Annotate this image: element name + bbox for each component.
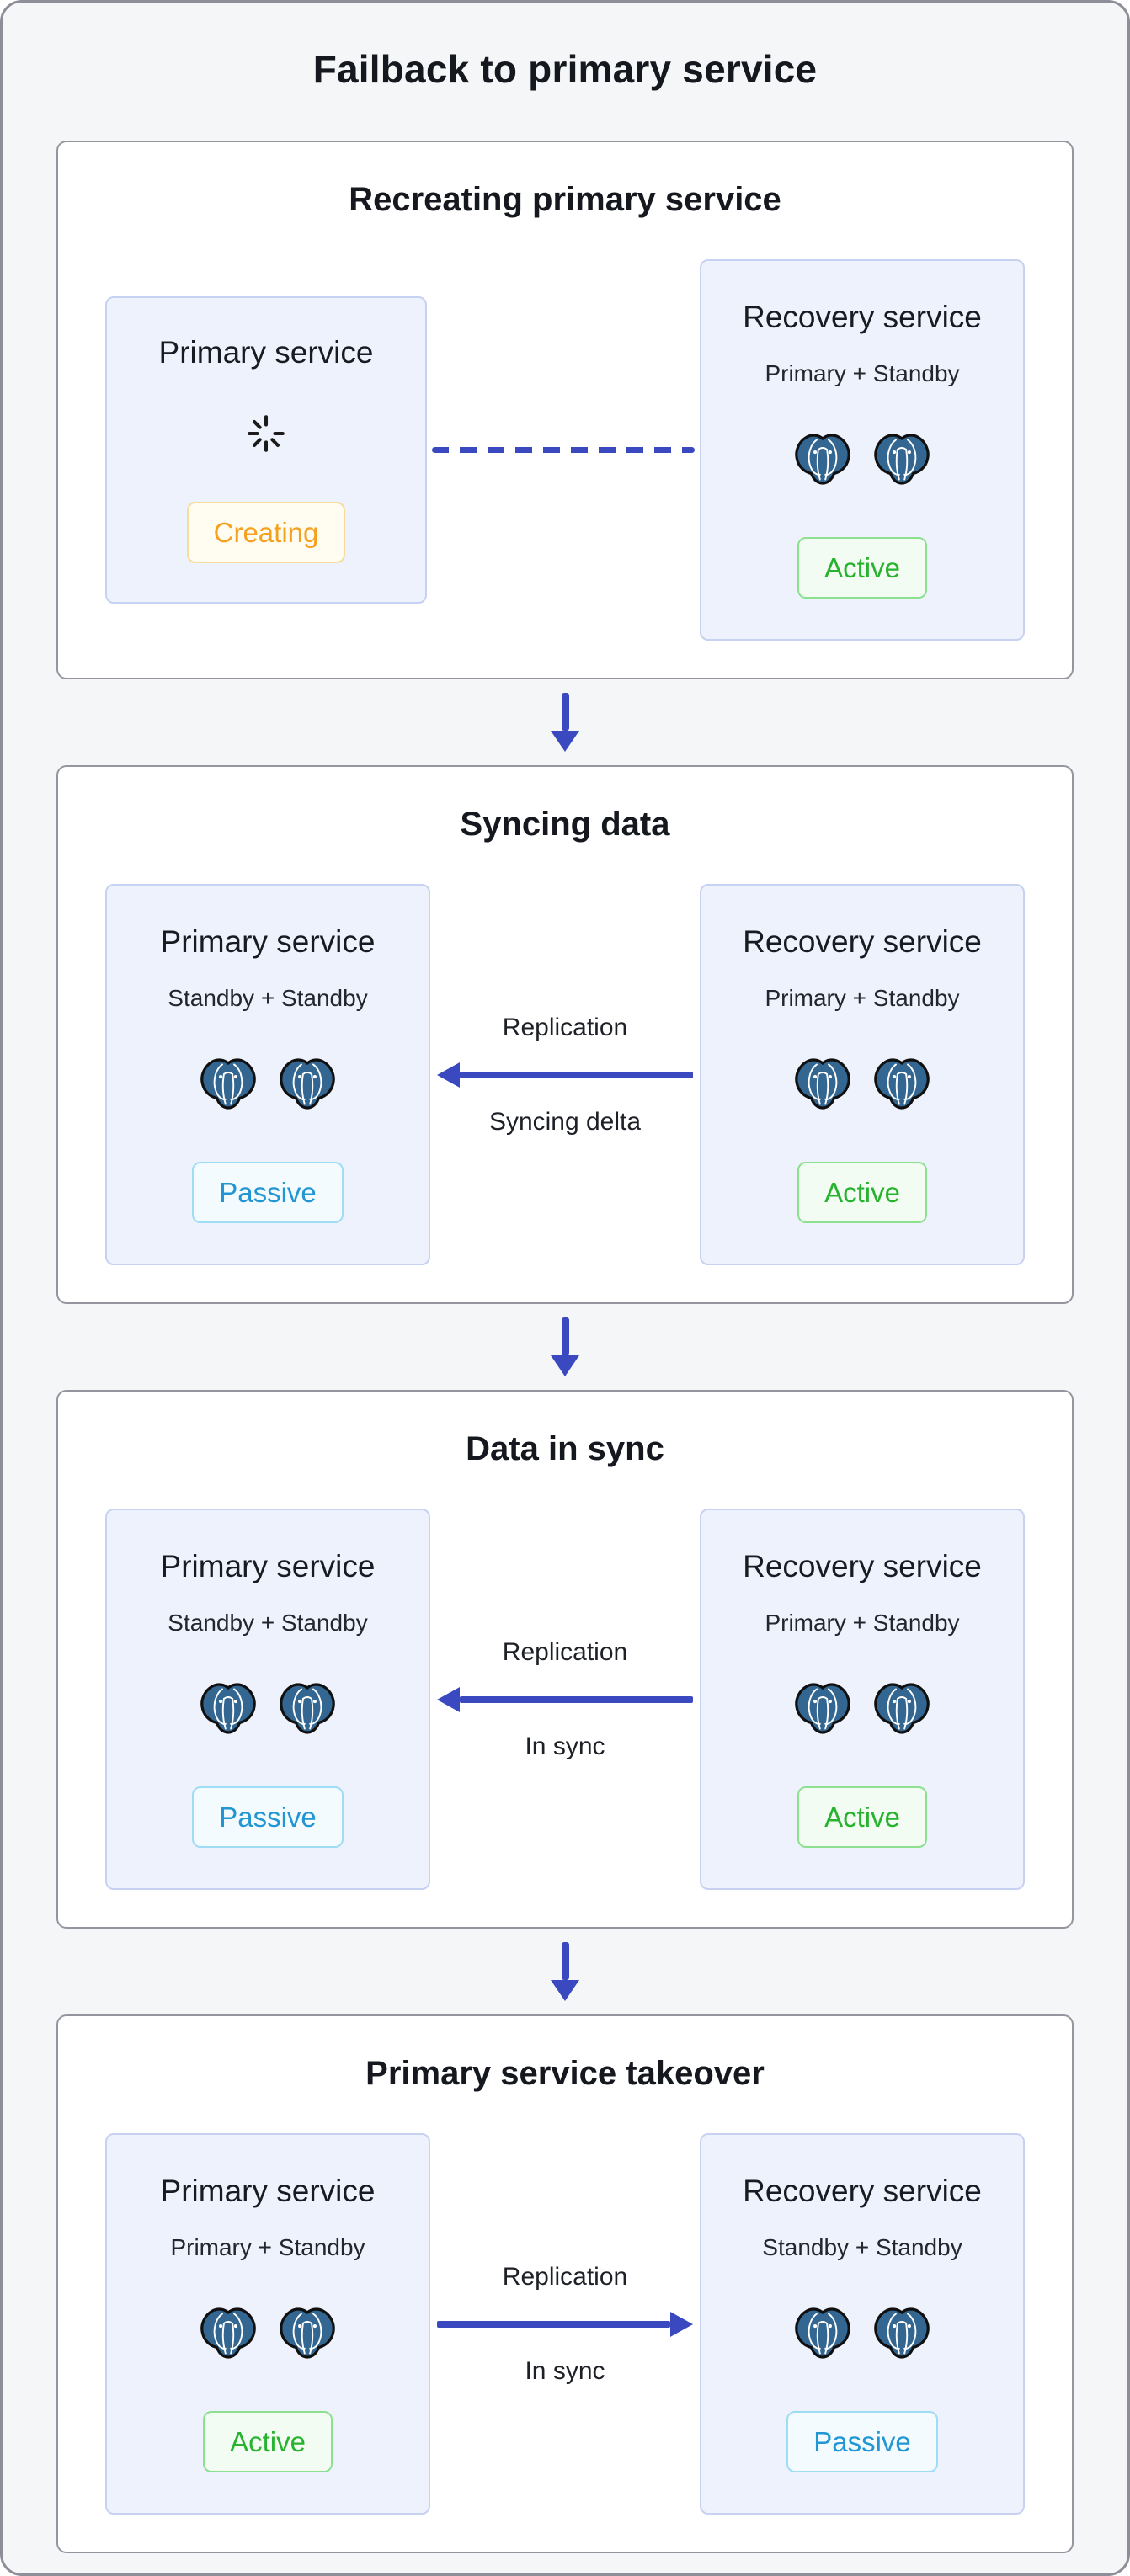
arrow-shaft	[460, 1695, 693, 1703]
loading-spinner-icon	[248, 415, 285, 452]
database-nodes	[199, 1057, 337, 1111]
recovery-service-card: Recovery service Standby + Standby Passi…	[700, 2133, 1025, 2515]
page-title: Failback to primary service	[312, 47, 818, 91]
stage-title: Syncing data	[460, 806, 670, 843]
service-roles: Primary + Standby	[765, 360, 960, 386]
postgresql-elephant-icon	[872, 433, 931, 487]
service-title: Recovery service	[743, 300, 982, 334]
sync-state-label: Syncing delta	[488, 1107, 642, 1136]
replication-arrow-left-icon	[437, 1686, 693, 1712]
service-title: Primary service	[160, 2174, 376, 2208]
primary-service-card: Primary service Primary + Standby Active	[105, 2133, 430, 2515]
service-roles: Standby + Standby	[762, 2234, 962, 2260]
flow-arrow-down-icon	[548, 1942, 582, 2001]
arrow-shaft	[561, 1942, 569, 1980]
service-title: Recovery service	[743, 2174, 982, 2208]
recovery-service-card: Recovery service Primary + Standby Activ…	[700, 1509, 1025, 1890]
service-title: Primary service	[158, 335, 374, 370]
arrow-shaft	[437, 2320, 670, 2328]
service-title: Recovery service	[743, 924, 982, 959]
replication-label: Replication	[502, 1637, 628, 1666]
service-roles: Standby + Standby	[168, 1610, 368, 1636]
stage-content-row: Primary service Standby + Standby Passiv…	[105, 1509, 1025, 1890]
postgresql-elephant-icon	[793, 1682, 852, 1736]
status-badge-active: Active	[797, 537, 927, 599]
replication-connector: Replication In sync	[430, 1638, 700, 1761]
service-roles: Standby + Standby	[168, 985, 368, 1011]
arrow-head	[551, 731, 579, 752]
stage-content-row: Primary service Creating Recov	[105, 259, 1025, 641]
service-title: Primary service	[160, 1549, 376, 1583]
status-badge-creating: Creating	[186, 502, 346, 563]
replication-label: Replication	[502, 2262, 628, 2291]
postgresql-elephant-icon	[872, 1057, 931, 1111]
arrow-shaft	[561, 693, 569, 731]
postgresql-elephant-icon	[793, 433, 852, 487]
postgresql-elephant-icon	[872, 2307, 931, 2360]
flow-arrow-down-icon	[548, 1317, 582, 1376]
stage-primary-service-takeover: Primary service takeover Primary service…	[56, 2014, 1074, 2553]
postgresql-elephant-icon	[199, 1057, 258, 1111]
service-title: Recovery service	[743, 1549, 982, 1583]
postgresql-elephant-icon	[793, 1057, 852, 1111]
replication-connector: Replication In sync	[430, 2263, 700, 2386]
status-badge-passive: Passive	[786, 2411, 938, 2472]
service-roles: Primary + Standby	[170, 2234, 365, 2260]
stage-title: Data in sync	[466, 1430, 664, 1467]
service-roles: Primary + Standby	[765, 1610, 960, 1636]
stage-title: Primary service takeover	[365, 2055, 765, 2092]
status-badge-active: Active	[797, 1786, 927, 1848]
postgresql-elephant-icon	[278, 1057, 337, 1111]
replication-connector: Replication Syncing delta	[430, 1014, 700, 1136]
stage-data-in-sync: Data in sync Primary service Standby + S…	[56, 1390, 1074, 1929]
replication-label: Replication	[502, 1013, 628, 1041]
postgresql-elephant-icon	[872, 1682, 931, 1736]
arrow-head	[551, 1980, 579, 2001]
status-badge-passive: Passive	[192, 1162, 344, 1223]
recovery-service-card: Recovery service Primary + Standby Activ…	[700, 884, 1025, 1265]
arrow-head	[551, 1355, 579, 1376]
sync-state-label: In sync	[525, 2356, 605, 2385]
database-nodes	[793, 1682, 931, 1736]
arrow-shaft	[460, 1071, 693, 1078]
service-roles: Primary + Standby	[765, 985, 960, 1011]
flow-arrow-down-icon	[548, 693, 582, 752]
postgresql-elephant-icon	[793, 2307, 852, 2360]
database-nodes	[793, 433, 931, 487]
stage-syncing-data: Syncing data Primary service Standby + S…	[56, 765, 1074, 1304]
stage-title: Recreating primary service	[349, 181, 781, 218]
replication-arrow-left-icon	[437, 1062, 693, 1088]
primary-service-card: Primary service Creating	[105, 296, 427, 604]
stage-content-row: Primary service Primary + Standby Active…	[105, 2133, 1025, 2515]
stage-recreating-primary-service: Recreating primary service Primary servi…	[56, 141, 1074, 679]
arrow-head	[670, 2311, 693, 2337]
postgresql-elephant-icon	[199, 1682, 258, 1736]
arrow-head	[437, 1062, 460, 1088]
database-nodes	[793, 2307, 931, 2360]
database-nodes	[793, 1057, 931, 1111]
arrow-shaft	[561, 1317, 569, 1355]
service-title: Primary service	[160, 924, 376, 959]
arrow-head	[437, 1686, 460, 1712]
postgresql-elephant-icon	[199, 2307, 258, 2360]
postgresql-elephant-icon	[278, 2307, 337, 2360]
stage-content-row: Primary service Standby + Standby Passiv…	[105, 884, 1025, 1265]
replication-arrow-right-icon	[437, 2311, 693, 2337]
sync-state-label: In sync	[525, 1732, 605, 1760]
primary-service-card: Primary service Standby + Standby Passiv…	[105, 1509, 430, 1890]
database-nodes	[199, 2307, 337, 2360]
status-badge-active: Active	[797, 1162, 927, 1223]
status-badge-active: Active	[203, 2411, 333, 2472]
primary-service-card: Primary service Standby + Standby Passiv…	[105, 884, 430, 1265]
recovery-service-card: Recovery service Primary + Standby Activ…	[700, 259, 1025, 641]
dashed-connection-line	[432, 447, 695, 453]
database-nodes	[199, 1682, 337, 1736]
postgresql-elephant-icon	[278, 1682, 337, 1736]
status-badge-passive: Passive	[192, 1786, 344, 1848]
